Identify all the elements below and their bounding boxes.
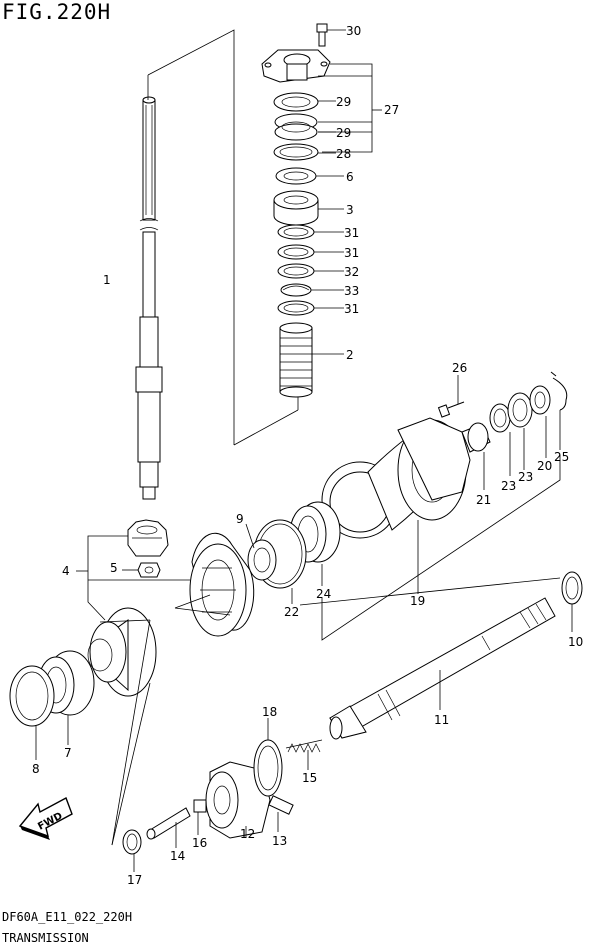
svg-text:18: 18 bbox=[262, 705, 277, 719]
washer-6[interactable] bbox=[275, 167, 317, 185]
svg-text:4: 4 bbox=[62, 564, 70, 578]
bracket-27 bbox=[322, 63, 373, 153]
svg-text:15: 15 bbox=[302, 771, 317, 785]
shim-28[interactable] bbox=[273, 143, 319, 161]
svg-text:1: 1 bbox=[103, 273, 111, 287]
seals-23[interactable] bbox=[489, 392, 533, 433]
bolt-30[interactable] bbox=[316, 23, 328, 47]
svg-text:31: 31 bbox=[344, 302, 359, 316]
svg-text:32: 32 bbox=[344, 265, 359, 279]
nut-5[interactable] bbox=[137, 562, 161, 578]
clip-17[interactable] bbox=[122, 829, 142, 855]
bearing-27[interactable] bbox=[274, 113, 318, 141]
spring-bushing-2[interactable] bbox=[279, 322, 313, 398]
clutch-dog-12[interactable] bbox=[205, 761, 271, 839]
svg-text:26: 26 bbox=[452, 361, 467, 375]
bracket-4 bbox=[87, 535, 128, 621]
svg-text:2: 2 bbox=[346, 348, 354, 362]
ring-18[interactable] bbox=[253, 739, 283, 797]
bolt-26[interactable] bbox=[437, 401, 465, 418]
svg-text:19: 19 bbox=[410, 594, 425, 608]
fwd-arrow-icon: FWD bbox=[18, 797, 73, 840]
forward-gear-19[interactable] bbox=[189, 532, 255, 637]
bearing-carrier-21[interactable] bbox=[321, 417, 471, 539]
svg-text:23: 23 bbox=[501, 479, 516, 493]
svg-text:30: 30 bbox=[346, 24, 361, 38]
push-rod-14[interactable] bbox=[146, 807, 191, 840]
svg-text:25: 25 bbox=[554, 450, 569, 464]
svg-text:22: 22 bbox=[284, 605, 299, 619]
shaft-group-frame bbox=[147, 29, 299, 446]
svg-text:16: 16 bbox=[192, 836, 207, 850]
svg-text:31: 31 bbox=[344, 246, 359, 260]
svg-text:8: 8 bbox=[32, 762, 40, 776]
svg-text:21: 21 bbox=[476, 493, 491, 507]
thrust-washer-9[interactable] bbox=[247, 539, 277, 581]
svg-text:20: 20 bbox=[537, 459, 552, 473]
svg-text:29: 29 bbox=[336, 95, 351, 109]
spring-15[interactable] bbox=[285, 739, 323, 753]
svg-text:29: 29 bbox=[336, 126, 351, 140]
svg-text:31: 31 bbox=[344, 226, 359, 240]
svg-text:3: 3 bbox=[346, 203, 354, 217]
shims-31-32-33[interactable] bbox=[277, 224, 315, 316]
svg-text:27: 27 bbox=[384, 103, 399, 117]
svg-text:14: 14 bbox=[170, 849, 185, 863]
shim-8[interactable] bbox=[9, 665, 55, 727]
circlip-25[interactable] bbox=[550, 371, 568, 411]
pinion-gear-4[interactable] bbox=[127, 519, 169, 557]
svg-text:12: 12 bbox=[240, 827, 255, 841]
svg-text:5: 5 bbox=[110, 561, 118, 575]
svg-text:10: 10 bbox=[568, 635, 583, 649]
svg-text:6: 6 bbox=[346, 170, 354, 184]
svg-text:7: 7 bbox=[64, 746, 72, 760]
figure-name: TRANSMISSION bbox=[2, 931, 89, 945]
bearing-3[interactable] bbox=[273, 190, 319, 226]
svg-text:24: 24 bbox=[316, 587, 331, 601]
figure-code: DF60A_E11_022_220H bbox=[2, 910, 133, 924]
part-labels: 30 27 29 29 28 6 3 31 31 32 33 31 2 1 26… bbox=[32, 24, 583, 887]
bushing-needle-21[interactable] bbox=[461, 422, 491, 453]
svg-text:13: 13 bbox=[272, 834, 287, 848]
cam-16[interactable] bbox=[193, 799, 207, 813]
ring-29-upper[interactable] bbox=[273, 92, 319, 112]
drive-shaft[interactable] bbox=[135, 96, 163, 500]
svg-text:28: 28 bbox=[336, 147, 351, 161]
propeller-shaft-11[interactable] bbox=[329, 597, 556, 740]
washer-20[interactable] bbox=[529, 385, 551, 415]
washer-10[interactable] bbox=[561, 571, 583, 605]
bearing-housing-27[interactable] bbox=[261, 49, 331, 83]
pin-13[interactable] bbox=[268, 795, 294, 815]
figure-title: FIG.220H bbox=[2, 0, 112, 24]
svg-text:11: 11 bbox=[434, 713, 449, 727]
reverse-gear[interactable] bbox=[87, 607, 157, 697]
svg-text:9: 9 bbox=[236, 512, 244, 526]
svg-text:17: 17 bbox=[127, 873, 142, 887]
svg-text:23: 23 bbox=[518, 470, 533, 484]
svg-text:33: 33 bbox=[344, 284, 359, 298]
